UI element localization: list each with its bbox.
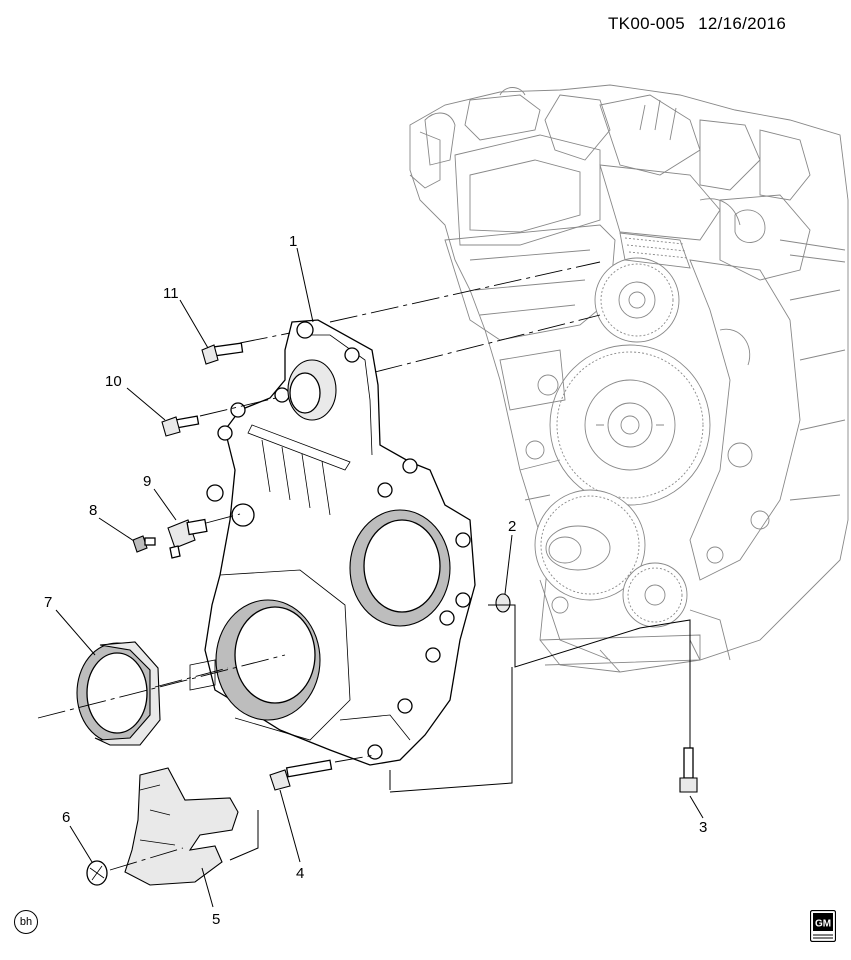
- sensor-9: [167, 518, 208, 559]
- alignment-lines: [37, 261, 691, 871]
- callout-leaders: [55, 247, 704, 908]
- bolt-3: [679, 747, 698, 793]
- engine-block-illustration: [409, 84, 849, 673]
- bolt-4: [269, 759, 333, 791]
- callout-9: 9: [143, 473, 151, 490]
- diagram-header: TK00-005 12/16/2016: [600, 14, 840, 38]
- callout-5: 5: [212, 911, 220, 928]
- corner-badge: bh: [14, 910, 38, 934]
- bolt-10: [161, 415, 200, 437]
- plug-8: [132, 535, 156, 553]
- gm-logo-text: GM: [815, 919, 831, 930]
- crankshaft-front-seal: [76, 641, 161, 746]
- callout-3: 3: [699, 819, 707, 836]
- front-cover: [189, 319, 476, 766]
- callout-numbers: 1 2 3 4 5 6 7 8 9 10 11: [44, 233, 707, 928]
- callout-8: 8: [89, 502, 97, 519]
- dowel-2: [495, 593, 511, 613]
- callout-6: 6: [62, 809, 70, 826]
- bolt-11: [201, 342, 244, 365]
- callout-4: 4: [296, 865, 304, 882]
- callout-2: 2: [508, 518, 516, 535]
- gm-logo: GM: [810, 910, 836, 942]
- callout-7: 7: [44, 594, 52, 611]
- callout-1: 1: [289, 233, 297, 250]
- bracket-5: [124, 767, 239, 886]
- diagram-id: TK00-005: [608, 14, 686, 33]
- diagram-date: 12/16/2016: [698, 14, 787, 33]
- plug-6: [86, 860, 108, 886]
- callout-11: 11: [163, 285, 179, 302]
- callout-10: 10: [105, 373, 122, 390]
